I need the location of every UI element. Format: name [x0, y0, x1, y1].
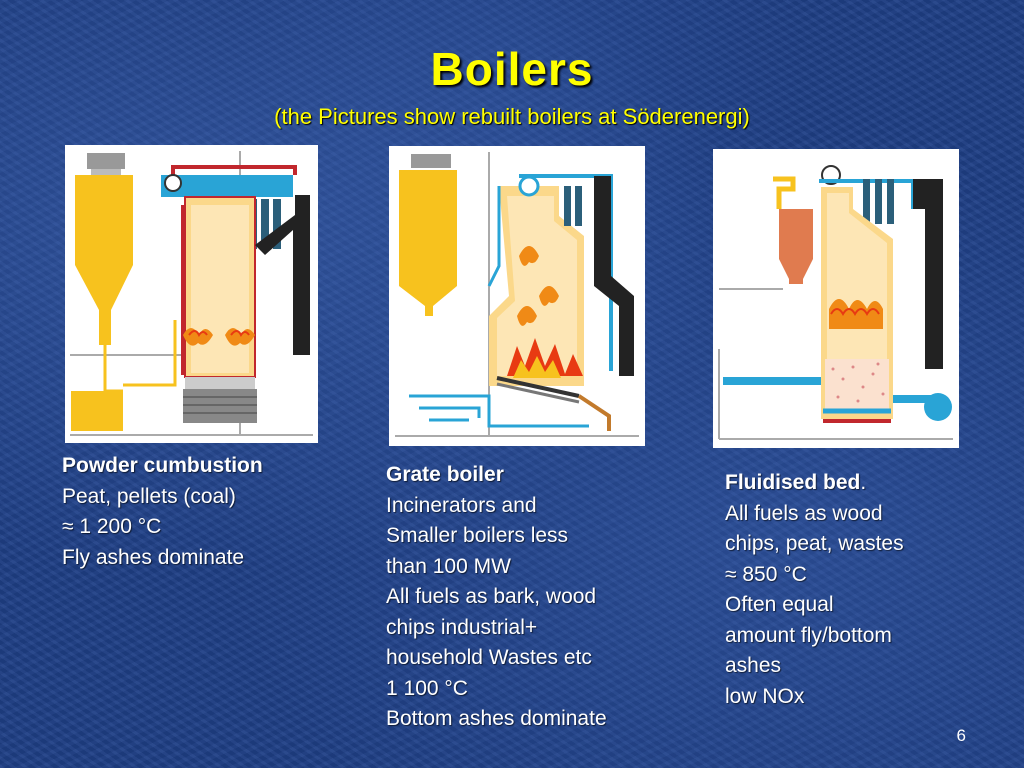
fluid-line: low NOx	[725, 684, 805, 708]
page-number: 6	[956, 726, 966, 745]
slide-title: Boilers	[430, 43, 594, 95]
fluid-line: chips, peat, wastes	[725, 532, 904, 555]
fluid-line: ashes	[725, 654, 782, 677]
powder-heading: Powder cumbustion	[62, 454, 263, 477]
fluid-heading: Fluidised bed	[725, 471, 861, 494]
grate-line: Smaller boilers less	[386, 524, 569, 547]
powder-line: Peat, pellets (coal)	[62, 484, 236, 508]
fluid-line: All fuels as wood	[725, 501, 883, 525]
grate-caption: Grate boiler Incinerators and Smaller bo…	[386, 460, 607, 735]
slide-subtitle: (the Pictures show rebuilt boilers at Sö…	[274, 104, 750, 129]
grate-boiler-image	[389, 146, 645, 446]
grate-line: 1 100 °C	[386, 676, 468, 700]
powder-line: ≈ 1 200 °C	[62, 515, 162, 538]
fluid-line: Often equal	[725, 593, 834, 616]
grate-line: chips industrial+	[386, 615, 538, 639]
powder-boiler-image	[65, 145, 318, 443]
powder-caption: Powder cumbustion Peat, pellets (coal) ≈…	[62, 451, 263, 573]
fluid-line: amount fly/bottom	[725, 623, 892, 647]
grate-line: Incinerators and	[386, 493, 537, 517]
grate-line: Bottom ashes dominate	[386, 707, 607, 730]
grate-line: than 100 MW	[386, 554, 511, 578]
grate-heading: Grate boiler	[386, 463, 504, 486]
fluid-line: ≈ 850 °C	[725, 562, 807, 586]
fluidised-bed-boiler-image	[713, 149, 959, 448]
fluid-caption: Fluidised bed. All fuels as wood chips, …	[725, 468, 904, 712]
powder-line: Fly ashes dominate	[62, 545, 245, 569]
grate-line: All fuels as bark, wood	[386, 585, 597, 608]
fluid-heading-suffix: .	[860, 471, 867, 494]
grate-line: household Wastes etc	[386, 646, 592, 669]
